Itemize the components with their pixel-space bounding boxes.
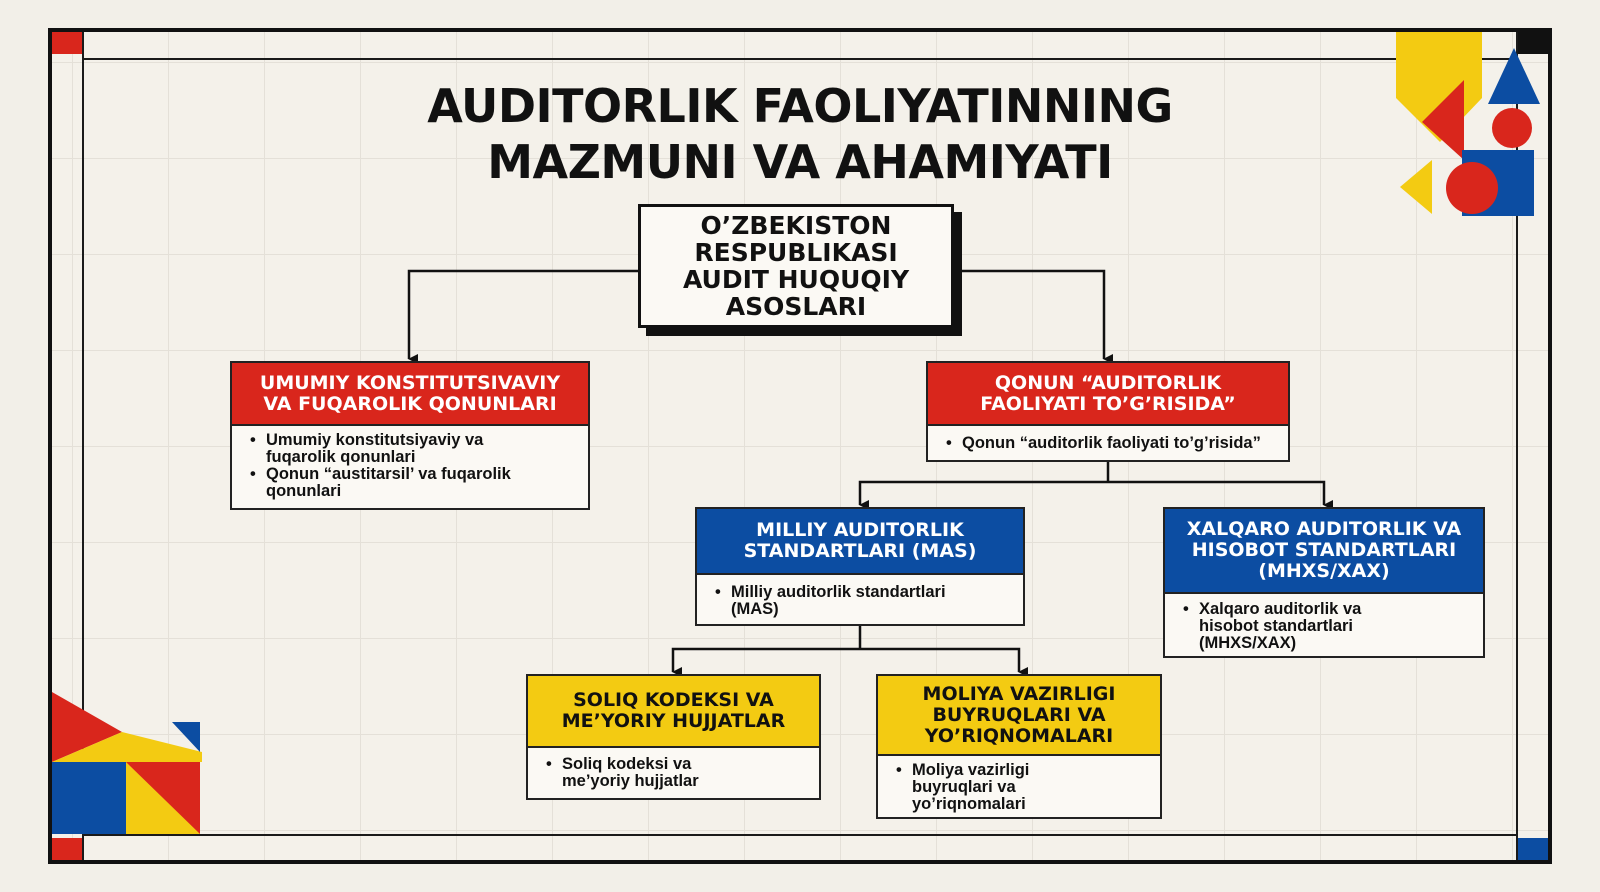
edge-root-to-qonun bbox=[954, 269, 1113, 364]
title-line-2: MAZMUNI VA AHAMIYATI bbox=[487, 135, 1113, 189]
corner-square-top-left bbox=[52, 32, 82, 54]
node-moliya-bullet-1: Moliya vazirligi buyruqlari va yo’riqnom… bbox=[896, 762, 1150, 813]
node-qonun: QONUN “AUDITORLIK FAOLIYATI TO’G’RISIDA”… bbox=[926, 361, 1290, 462]
node-umumiy-header: UMUMIY KONSTITUTSIVAVIY VA FUQAROLIK QON… bbox=[232, 363, 588, 426]
node-milliy-header: MILLIY AUDITORLIK STANDARTLARI (MAS) bbox=[697, 509, 1023, 575]
node-moliya-header: MOLIYA VAZIRLIGI BUYRUQLARI VA YO’RIQNOM… bbox=[878, 676, 1160, 756]
node-soliq: SOLIQ KODEKSI VA ME’YORIY HUJJATLAR Soli… bbox=[526, 674, 821, 800]
node-umumiy-bullet-1: Umumiy konstitutsiyaviy va fuqarolik qon… bbox=[250, 432, 578, 466]
node-moliya: MOLIYA VAZIRLIGI BUYRUQLARI VA YO’RIQNOM… bbox=[876, 674, 1162, 819]
node-milliy-bullet-1: Milliy auditorlik standartlari (MAS) bbox=[715, 584, 1013, 618]
edge-milliy-to-moliya bbox=[860, 647, 1028, 677]
node-umumiy: UMUMIY KONSTITUTSIVAVIY VA FUQAROLIK QON… bbox=[230, 361, 590, 510]
node-xalqaro: XALQARO AUDITORLIK VA HISOBOT STANDARTLA… bbox=[1163, 507, 1485, 658]
node-xalqaro-bullet-1: Xalqaro auditorlik va hisobot standartla… bbox=[1183, 601, 1473, 652]
edge-qonun-to-milliy bbox=[858, 480, 1108, 510]
node-qonun-body: Qonun “auditorlik faoliyati to’g’risida” bbox=[928, 426, 1288, 456]
inner-border-right bbox=[1516, 32, 1518, 860]
node-umumiy-body: Umumiy konstitutsiyaviy va fuqarolik qon… bbox=[232, 426, 588, 504]
inner-border-top bbox=[82, 58, 1518, 60]
node-xalqaro-header: XALQARO AUDITORLIK VA HISOBOT STANDARTLA… bbox=[1165, 509, 1483, 594]
edge-milliy-to-soliq bbox=[671, 647, 860, 677]
title-line-1: AUDITORLIK FAOLIYATINNING bbox=[427, 79, 1173, 133]
inner-border-bottom bbox=[82, 834, 1518, 836]
node-root: O’ZBEKISTON RESPUBLIKASI AUDIT HUQUQIY A… bbox=[638, 204, 954, 328]
edge-qonun-to-xalqaro bbox=[1108, 480, 1333, 510]
page-title: AUDITORLIK FAOLIYATINNING MAZMUNI VA AHA… bbox=[300, 78, 1300, 190]
node-xalqaro-body: Xalqaro auditorlik va hisobot standartla… bbox=[1165, 594, 1483, 656]
node-milliy: MILLIY AUDITORLIK STANDARTLARI (MAS) Mil… bbox=[695, 507, 1025, 626]
corner-square-bottom-left bbox=[52, 838, 82, 860]
inner-border-left bbox=[82, 32, 84, 860]
node-qonun-bullet-1: Qonun “auditorlik faoliyati to’g’risida” bbox=[946, 435, 1278, 453]
node-qonun-header: QONUN “AUDITORLIK FAOLIYATI TO’G’RISIDA” bbox=[928, 363, 1288, 426]
edge-root-to-umumiy bbox=[407, 269, 638, 364]
node-root-label: O’ZBEKISTON RESPUBLIKASI AUDIT HUQUQIY A… bbox=[682, 211, 910, 321]
corner-square-bottom-right bbox=[1518, 838, 1548, 860]
node-soliq-body: Soliq kodeksi va me’yoriy hujjatlar bbox=[528, 748, 819, 794]
decor-top-right bbox=[1396, 32, 1540, 216]
node-moliya-body: Moliya vazirligi buyruqlari va yo’riqnom… bbox=[878, 756, 1160, 817]
node-milliy-body: Milliy auditorlik standartlari (MAS) bbox=[697, 575, 1023, 622]
decor-bottom-left bbox=[52, 692, 202, 834]
slide-frame bbox=[48, 28, 1552, 864]
node-umumiy-bullet-2: Qonun “austitarsil’ va fuqarolik qonunla… bbox=[250, 466, 578, 500]
node-soliq-bullet-1: Soliq kodeksi va me’yoriy hujjatlar bbox=[546, 756, 809, 790]
node-soliq-header: SOLIQ KODEKSI VA ME’YORIY HUJJATLAR bbox=[528, 676, 819, 748]
corner-square-top-right bbox=[1518, 32, 1548, 54]
